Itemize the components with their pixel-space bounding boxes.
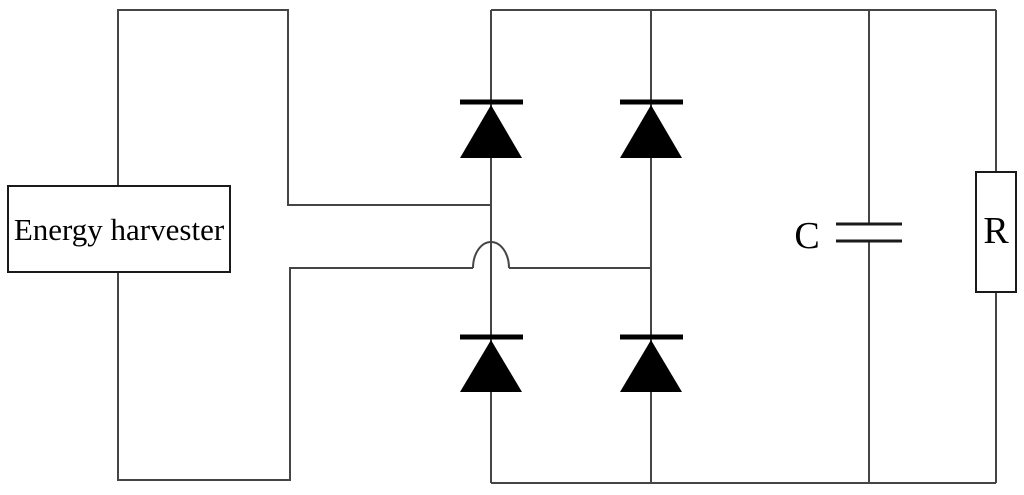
resistor-body	[975, 171, 1017, 293]
diode-top-left-icon	[460, 99, 523, 158]
diode-bottom-left-icon	[460, 334, 523, 392]
diode-triangle	[620, 105, 682, 158]
resistor-label: R	[983, 210, 1009, 252]
diode-triangle	[460, 340, 522, 392]
energy-harvester-box	[7, 185, 231, 273]
wire-source-top-loop	[117, 9, 491, 206]
diode-triangle	[460, 105, 522, 158]
diode-top-right-icon	[620, 99, 683, 158]
capacitor-icon	[836, 222, 902, 243]
capacitor-label: C	[794, 215, 819, 257]
diode-triangle	[620, 340, 682, 392]
diode-bottom-right-icon	[620, 334, 683, 392]
energy-harvester-label: Energy harvester	[14, 212, 225, 247]
wire-source-bottom-loop	[117, 267, 473, 481]
